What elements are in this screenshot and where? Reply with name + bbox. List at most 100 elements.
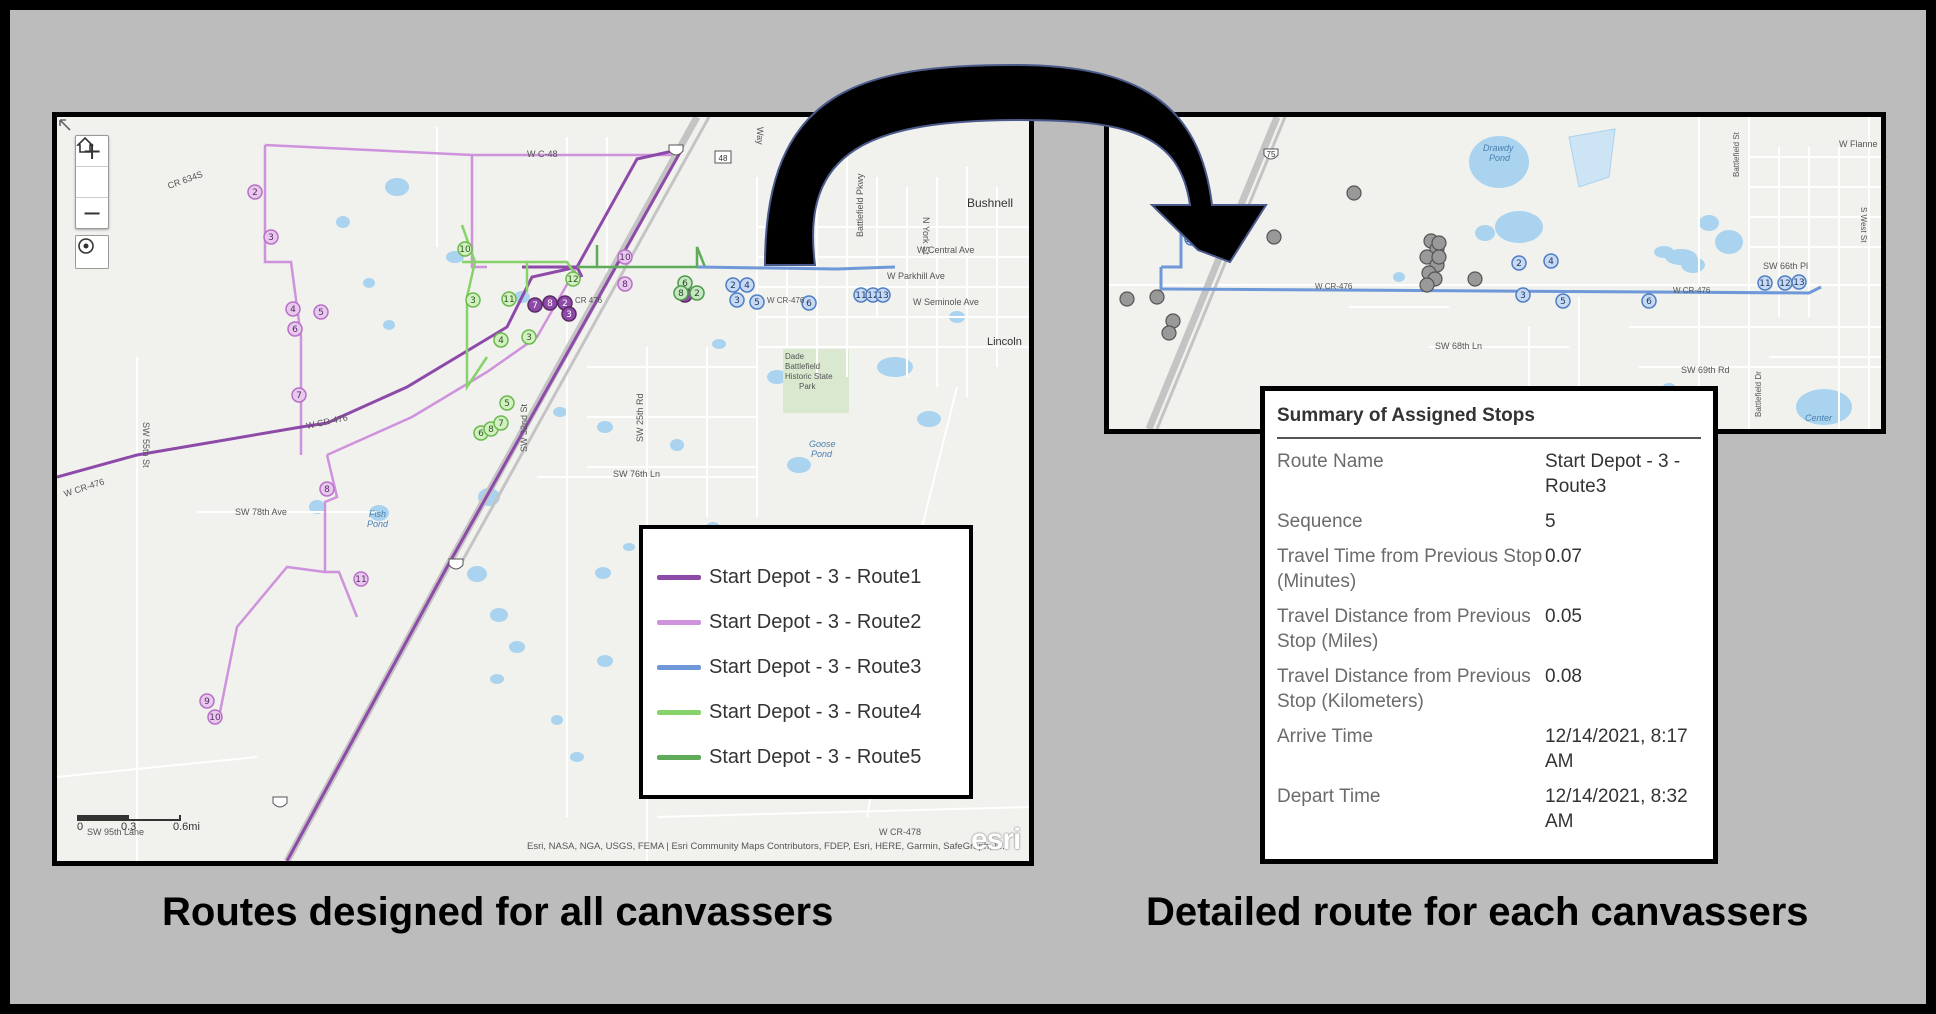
- label-battlefield-st: Battlefield St: [1732, 131, 1741, 177]
- route3-detail-stops[interactable]: 12 2 3 4 5 6 11 12 13: [1184, 232, 1807, 309]
- popup-key: Depart Time: [1277, 786, 1381, 807]
- popup-row-sequence: Sequence 5: [1277, 509, 1701, 534]
- svg-text:8: 8: [622, 280, 628, 290]
- svg-text:3: 3: [268, 233, 274, 243]
- home-icon: [76, 136, 94, 153]
- label-w-cr476-west: W CR-476: [305, 412, 348, 431]
- popup-row-arrive-time: Arrive Time 12/14/2021, 8:17 AM: [1277, 724, 1701, 774]
- label-w-cr476: W CR-476: [767, 296, 805, 305]
- label-bushnell: Bushnell: [967, 196, 1013, 210]
- label-n-york: N York St: [921, 217, 931, 255]
- label-w-cr476-a: W CR-476: [1315, 282, 1353, 291]
- route2-stops[interactable]: 2 3 4 5 6 7 8 11 9 10 10 8: [199, 184, 633, 725]
- route3-stops[interactable]: 2 4 3 5 6 11 12 13: [725, 277, 891, 311]
- zoom-in-button[interactable]: +: [76, 136, 108, 167]
- label-battlefield: Battlefield: [785, 362, 820, 371]
- popup-value: Start Depot - 3 - Route3: [1545, 451, 1681, 497]
- routes-overview-map[interactable]: 2 3 4 5 6 7 8 11 9 10 10 8 7 8 2 3 9 10 …: [52, 112, 1034, 866]
- legend-label-route3: Start Depot - 3 - Route3: [709, 656, 922, 678]
- legend-item-route2: Start Depot - 3 - Route2: [657, 600, 969, 645]
- popup-title: Summary of Assigned Stops: [1277, 405, 1701, 439]
- scale-label-0: 0: [77, 821, 84, 833]
- svg-text:2: 2: [562, 299, 568, 309]
- svg-text:2: 2: [730, 281, 736, 291]
- label-goose: Goose: [809, 439, 836, 449]
- svg-text:4: 4: [498, 336, 504, 346]
- label-sw25th: SW 25th Rd: [635, 393, 645, 442]
- svg-text:3: 3: [470, 296, 476, 306]
- locate-button[interactable]: [75, 235, 109, 269]
- label-historic-state: Historic State: [785, 372, 833, 381]
- map-canvas-right: 75 12 2 3 4 5 6 11 12 13: [1109, 117, 1881, 429]
- svg-text:7: 7: [296, 391, 302, 401]
- popup-row-route-name: Route Name Start Depot - 3 - Route3: [1277, 449, 1701, 499]
- legend-label-route5: Start Depot - 3 - Route5: [709, 746, 922, 768]
- svg-text:8: 8: [678, 289, 684, 299]
- svg-text:6: 6: [1646, 297, 1652, 307]
- popup-value: 0.07: [1545, 546, 1582, 567]
- svg-text:8: 8: [547, 299, 553, 309]
- svg-text:4: 4: [744, 281, 750, 291]
- svg-text:5: 5: [754, 298, 760, 308]
- svg-text:2: 2: [1516, 259, 1522, 269]
- legend-swatch-route2: [657, 620, 701, 625]
- svg-text:3: 3: [566, 310, 572, 320]
- label-sw55th: SW 55th St: [141, 422, 151, 468]
- caption-route-detail: Detailed route for each canvassers: [1146, 890, 1809, 934]
- svg-text:8: 8: [488, 425, 494, 435]
- scale-bar: 0 0.3 0.6mi: [77, 815, 207, 835]
- street-grid-right: [1109, 117, 1881, 429]
- wetland-area: [1568, 128, 1616, 188]
- popup-key: Travel Distance from Previous Stop (Kilo…: [1277, 666, 1531, 712]
- label-fish: Fish: [369, 509, 386, 519]
- svg-text:4: 4: [1548, 257, 1554, 267]
- unassigned-stops[interactable]: [1119, 185, 1483, 341]
- route-legend: Start Depot - 3 - Route1 Start Depot - 3…: [639, 525, 973, 799]
- svg-text:7: 7: [532, 301, 538, 311]
- interstate-shield-icon: [272, 144, 684, 808]
- svg-text:12: 12: [1185, 235, 1196, 245]
- svg-text:13: 13: [877, 291, 888, 301]
- map-attribution[interactable]: Esri, NASA, NGA, USGS, FEMA | Esri Commu…: [527, 841, 1005, 852]
- detailed-route-map[interactable]: 75 12 2 3 4 5 6 11 12 13: [1104, 112, 1886, 434]
- svg-text:12: 12: [1779, 279, 1790, 289]
- label-drawdy-pond: Pond: [1489, 153, 1511, 163]
- legend-swatch-route5: [657, 755, 701, 760]
- route5-stops[interactable]: 6 2 8: [673, 275, 705, 301]
- route-48-shield-icon: [714, 150, 732, 164]
- legend-swatch-route3: [657, 665, 701, 670]
- label-drawdy: Drawdy: [1483, 143, 1514, 153]
- caption-routes-all: Routes designed for all canvassers: [162, 890, 834, 934]
- legend-swatch-route4: [657, 710, 701, 715]
- label-w-cr476-b: W CR-476: [1673, 286, 1711, 295]
- svg-text:3: 3: [526, 333, 532, 343]
- locate-icon: [78, 238, 94, 254]
- svg-text:13: 13: [1793, 278, 1804, 288]
- label-cr634s: CR 634S: [166, 169, 204, 191]
- label-sw68th: SW 68th Ln: [1435, 341, 1482, 351]
- right-map-labels: Drawdy Pond W Flanne W CR-476 W CR-476 S…: [1315, 131, 1878, 423]
- scale-label-mid: 0.3: [121, 821, 137, 833]
- popup-value: 5: [1545, 511, 1556, 532]
- popup-key: Arrive Time: [1277, 726, 1374, 747]
- legend-swatch-route1: [657, 575, 701, 580]
- label-lincoln: Lincoln: [987, 336, 1022, 348]
- legend-item-route5: Start Depot - 3 - Route5: [657, 735, 969, 780]
- route4-stops[interactable]: 10 3 11 4 3 5 6 8 7 12: [457, 241, 581, 441]
- expand-icon[interactable]: [57, 117, 73, 133]
- popup-row-depart-time: Depart Time 12/14/2021, 8:32 AM: [1277, 784, 1701, 834]
- zoom-out-button[interactable]: −: [81, 199, 103, 227]
- label-sw78th: SW 78th Ave: [235, 507, 287, 517]
- label-w-seminole: W Seminole Ave: [913, 297, 979, 307]
- label-w-flanne: W Flanne: [1839, 139, 1878, 149]
- home-button[interactable]: [76, 136, 108, 198]
- legend-item-route3: Start Depot - 3 - Route3: [657, 645, 969, 690]
- svg-text:6: 6: [682, 279, 688, 289]
- label-w-parkhill: W Parkhill Ave: [887, 271, 945, 281]
- popup-row-distance-miles: Travel Distance from Previous Stop (Mile…: [1277, 604, 1701, 654]
- legend-item-route1: Start Depot - 3 - Route1: [657, 555, 969, 600]
- label-sw69th: SW 69th Rd: [1681, 365, 1730, 375]
- route3-line: [696, 265, 896, 271]
- stop-summary-popup: Summary of Assigned Stops Route Name Sta…: [1260, 386, 1718, 864]
- svg-text:11: 11: [855, 291, 866, 301]
